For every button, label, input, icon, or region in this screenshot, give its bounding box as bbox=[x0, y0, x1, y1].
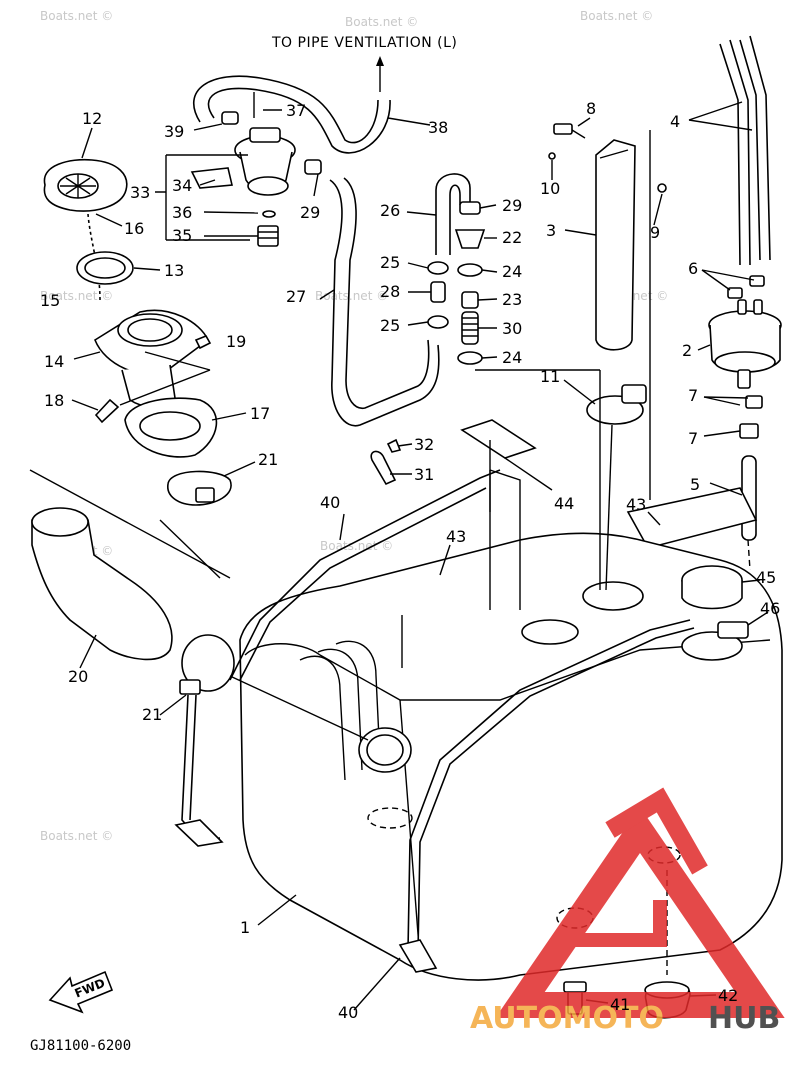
svg-text:Boats.net ©: Boats.net © bbox=[40, 289, 113, 303]
label-32: 32 bbox=[414, 435, 434, 454]
fuel-level-sender[interactable] bbox=[548, 123, 667, 425]
label-24b: 24 bbox=[502, 348, 522, 367]
label-24a: 24 bbox=[502, 262, 522, 281]
vent-hose[interactable] bbox=[193, 75, 391, 154]
label-36: 36 bbox=[172, 203, 192, 222]
svg-text:Boats.net ©: Boats.net © bbox=[315, 289, 388, 303]
up-arrow-icon bbox=[376, 56, 384, 92]
part-labels: 1 2 3 4 5 6 7 7 8 9 10 11 12 13 14 15 16… bbox=[40, 99, 780, 1022]
label-43b: 43 bbox=[626, 495, 646, 514]
svg-text:Boats.net ©: Boats.net © bbox=[320, 539, 393, 553]
label-25a: 25 bbox=[380, 253, 400, 272]
label-30: 30 bbox=[502, 319, 522, 338]
svg-text:Boats.net ©: Boats.net © bbox=[345, 15, 418, 29]
label-18: 18 bbox=[44, 391, 64, 410]
label-11: 11 bbox=[540, 367, 560, 386]
label-21a: 21 bbox=[258, 450, 278, 469]
label-29a: 29 bbox=[300, 203, 320, 222]
filler-hose[interactable] bbox=[31, 470, 235, 695]
diagram-code: GJ81100-6200 bbox=[30, 1038, 131, 1054]
label-22: 22 bbox=[502, 228, 522, 247]
label-39: 39 bbox=[164, 122, 184, 141]
label-7a: 7 bbox=[688, 386, 698, 405]
label-13: 13 bbox=[164, 261, 184, 280]
label-19: 19 bbox=[226, 332, 246, 351]
label-20: 20 bbox=[68, 667, 88, 686]
label-35: 35 bbox=[172, 226, 192, 245]
label-31: 31 bbox=[414, 465, 434, 484]
svg-text:Boats.net ©: Boats.net © bbox=[40, 829, 113, 843]
label-15: 15 bbox=[40, 291, 60, 310]
diagram-title: TO PIPE VENTILATION (L) bbox=[271, 35, 457, 51]
label-21b: 21 bbox=[142, 705, 162, 724]
label-10: 10 bbox=[540, 179, 560, 198]
label-28: 28 bbox=[380, 282, 400, 301]
label-45: 45 bbox=[756, 568, 776, 587]
fuel-tank[interactable] bbox=[239, 469, 783, 981]
brand-logo: AUTOMOTO HUB bbox=[470, 787, 785, 1036]
label-26: 26 bbox=[380, 201, 400, 220]
svg-text:Boats.net ©: Boats.net © bbox=[580, 9, 653, 23]
label-16: 16 bbox=[124, 219, 144, 238]
label-25b: 25 bbox=[380, 316, 400, 335]
label-37: 37 bbox=[286, 101, 306, 120]
label-5: 5 bbox=[690, 475, 700, 494]
label-44: 44 bbox=[554, 494, 574, 513]
svg-text:Boats.net ©: Boats.net © bbox=[40, 9, 113, 23]
label-3: 3 bbox=[546, 221, 556, 240]
label-38: 38 bbox=[428, 118, 448, 137]
label-7b: 7 bbox=[688, 429, 698, 448]
label-46: 46 bbox=[760, 599, 780, 618]
label-1: 1 bbox=[240, 918, 250, 937]
inline-filter-fittings[interactable] bbox=[427, 201, 486, 365]
label-12: 12 bbox=[82, 109, 102, 128]
label-40b: 40 bbox=[338, 1003, 358, 1022]
label-9: 9 bbox=[650, 223, 660, 242]
hose-clip[interactable] bbox=[370, 438, 402, 486]
label-23: 23 bbox=[502, 290, 522, 309]
label-4: 4 bbox=[670, 112, 680, 131]
label-2: 2 bbox=[682, 341, 692, 360]
fuel-cap[interactable] bbox=[43, 158, 134, 301]
label-42: 42 bbox=[718, 986, 738, 1005]
label-33: 33 bbox=[130, 183, 150, 202]
label-6: 6 bbox=[688, 259, 698, 278]
label-29b: 29 bbox=[502, 196, 522, 215]
label-40a: 40 bbox=[320, 493, 340, 512]
tank-straps[interactable] bbox=[174, 469, 695, 973]
fuel-pump[interactable] bbox=[708, 35, 782, 541]
filler-neck[interactable] bbox=[94, 309, 218, 458]
label-14: 14 bbox=[44, 352, 64, 371]
svg-text:HUB: HUB bbox=[708, 1001, 780, 1036]
label-8: 8 bbox=[586, 99, 596, 118]
label-17: 17 bbox=[250, 404, 270, 423]
label-34: 34 bbox=[172, 176, 192, 195]
fwd-arrow-icon: FWD bbox=[48, 970, 114, 1014]
label-41: 41 bbox=[610, 995, 630, 1014]
svg-text:AUTOMOTO: AUTOMOTO bbox=[470, 1001, 664, 1036]
leader-lines bbox=[29, 101, 769, 1011]
fuel-hoses[interactable] bbox=[329, 173, 471, 427]
breather-valve-assembly[interactable] bbox=[190, 92, 322, 247]
label-27: 27 bbox=[286, 287, 306, 306]
label-43a: 43 bbox=[446, 527, 466, 546]
